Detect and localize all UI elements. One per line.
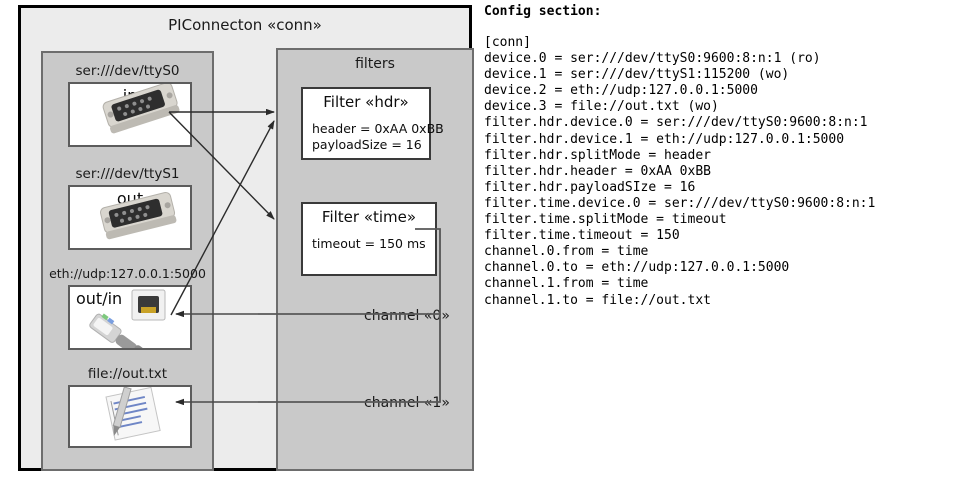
device-label-eth: eth://udp:127.0.0.1:5000 <box>49 266 206 281</box>
filters-panel: filters Filter «hdr» header = 0xAA 0xBB … <box>276 48 474 471</box>
channel-label-0: channel «0» <box>364 308 450 324</box>
serial-port-icon <box>70 84 190 145</box>
text-file-icon <box>70 387 190 446</box>
connector-diagram: PIConnecton «conn» ser:///dev/ttyS0 in <box>18 5 474 471</box>
filter-box-time[interactable]: Filter «time» timeout = 150 ms <box>301 202 437 276</box>
config-heading: Config section: <box>484 4 602 19</box>
device-label-file: file://out.txt <box>87 366 168 382</box>
device-box-eth[interactable]: out/in <box>68 285 192 350</box>
device-box-ttys1[interactable]: out <box>68 185 192 250</box>
filter-box-hdr[interactable]: Filter «hdr» header = 0xAA 0xBB payloadS… <box>301 87 444 160</box>
filter-title-hdr: Filter «hdr» <box>323 93 409 111</box>
config-section: Config section: [conn] device.0 = ser://… <box>484 4 960 309</box>
config-lines: [conn] device.0 = ser:///dev/ttyS0:9600:… <box>484 35 876 308</box>
device-box-file[interactable]: out <box>68 385 192 448</box>
diagram-title: PIConnecton «conn» <box>168 16 322 34</box>
filter-title-time: Filter «time» <box>321 208 417 226</box>
filter-props-time: timeout = 150 ms <box>312 236 426 251</box>
ethernet-plug-icon <box>70 287 190 348</box>
device-label-ttys0: ser:///dev/ttyS0 <box>75 63 180 79</box>
device-label-ttys1: ser:///dev/ttyS1 <box>75 166 180 182</box>
device-box-ttys0[interactable]: in <box>68 82 192 147</box>
filters-panel-title: filters <box>355 56 395 72</box>
device-direction-eth: out/in <box>76 289 123 308</box>
filter-props-hdr: header = 0xAA 0xBB payloadSize = 16 <box>312 121 444 152</box>
devices-panel: ser:///dev/ttyS0 in <box>41 51 214 471</box>
channel-label-1: channel «1» <box>364 395 450 411</box>
serial-port-icon <box>70 187 190 248</box>
